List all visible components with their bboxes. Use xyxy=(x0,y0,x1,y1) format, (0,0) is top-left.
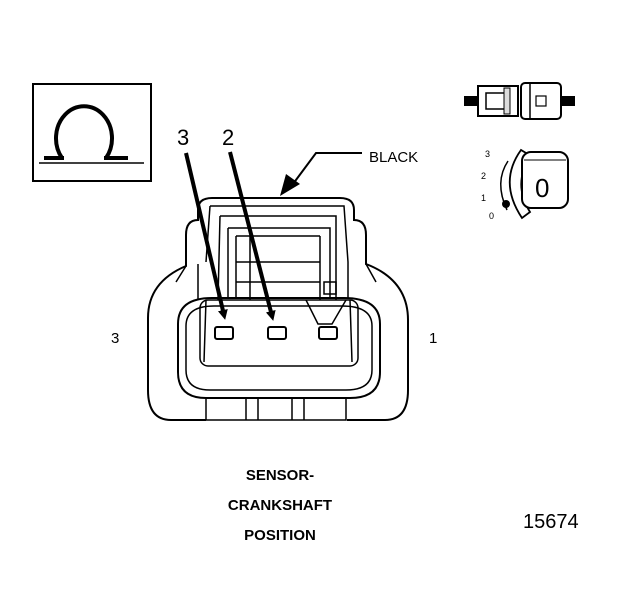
caption-line-2: CRANKSHAFT xyxy=(227,497,333,514)
callout-label-3: 3 xyxy=(177,125,190,150)
component-caption: SENSOR- CRANKSHAFT POSITION xyxy=(190,461,370,551)
cavity-1 xyxy=(318,326,338,340)
caption-line-3: POSITION xyxy=(244,527,316,544)
connector-body xyxy=(147,197,409,421)
cavity-label-right: 1 xyxy=(429,330,438,347)
dial-numeral: 0 xyxy=(535,173,550,203)
position-dial-icon xyxy=(500,148,569,220)
callout-label-2: 2 xyxy=(222,125,235,150)
caption-line-1: SENSOR- xyxy=(245,467,315,484)
dial-tick-2: 2 xyxy=(481,171,487,181)
callout-arrow-2 xyxy=(228,151,276,321)
cavity-3 xyxy=(214,326,234,340)
connector-halves-icon xyxy=(464,82,575,120)
callout-arrow-3 xyxy=(184,152,228,320)
figure-number: 15674 xyxy=(523,511,579,533)
dial-tick-1: 1 xyxy=(481,193,487,203)
cavity-label-left: 3 xyxy=(111,330,120,347)
black-leader-arrow xyxy=(289,152,362,189)
terminal-cavities xyxy=(214,326,338,340)
cavity-2 xyxy=(267,326,287,340)
dial-tick-3: 3 xyxy=(485,149,491,159)
dial-tick-0: 0 xyxy=(489,211,495,221)
ohm-symbol-icon xyxy=(32,83,152,182)
wire-color-label: BLACK xyxy=(369,149,419,166)
black-leader-arrowhead xyxy=(280,174,300,196)
